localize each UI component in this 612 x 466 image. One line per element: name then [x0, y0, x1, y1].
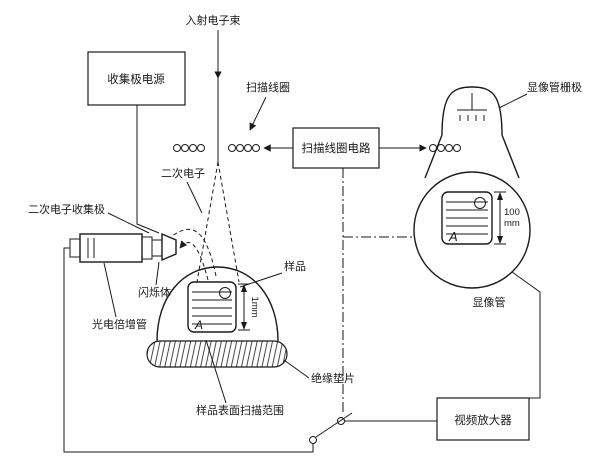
sample-feature-circle — [219, 287, 231, 299]
crt-screen — [413, 171, 531, 289]
scintillator-label: 闪烁体 — [138, 285, 171, 299]
insulator-pointer — [283, 359, 310, 379]
sample-pointer — [239, 272, 283, 288]
crt-dimension: 100 mm — [494, 191, 520, 245]
crt-bulb: A 100 mm — [413, 86, 531, 289]
sample-dimension: 1mm — [238, 283, 260, 331]
scan-coil-pointer — [249, 96, 267, 131]
crt-deflection-coil-icon — [429, 144, 461, 152]
scintillator-pointer — [155, 261, 160, 286]
collector-supply-wire — [136, 105, 160, 234]
crt-raster-image: A — [441, 191, 493, 245]
collector-supply-label: 收集极电源 — [107, 72, 165, 86]
scan-area-label: 样品表面扫描范围 — [196, 403, 284, 417]
video-amp-to-crt-wire — [511, 271, 541, 399]
secondary-electrons-label: 二次电子 — [161, 166, 205, 180]
crt-letter-a: A — [448, 229, 458, 244]
sample-dimension-label: 1mm — [249, 296, 260, 317]
scan-area-pointer — [205, 339, 227, 404]
crt-label: 显像管 — [473, 295, 506, 309]
scan-cone-left — [196, 161, 219, 283]
collector-cup — [161, 232, 177, 262]
insulating-spacer-disc — [146, 340, 288, 368]
scan-coil-circuit-label: 扫描线圈电路 — [302, 141, 371, 155]
photomultiplier-pointer — [103, 262, 117, 318]
secondary-electron-path-2 — [171, 228, 217, 277]
switch-lever — [315, 412, 353, 438]
incident-beam-label: 入射电子束 — [186, 13, 241, 27]
crt-grid-pointer — [498, 93, 528, 109]
collector-supply-box: 收集极电源 — [87, 51, 186, 106]
scan-coil-circuit-box: 扫描线圈电路 — [292, 127, 380, 169]
sample-stage: A 1mm — [146, 266, 288, 368]
scintillator-block — [151, 239, 163, 257]
sample-letter-a: A — [194, 318, 203, 332]
secondary-electrons-pointer — [186, 181, 203, 214]
scan-cone-right — [217, 161, 240, 283]
crt-dimension-unit: mm — [504, 218, 520, 229]
sample-label: 样品 — [284, 259, 306, 273]
photomultiplier-label: 光电倍增管 — [92, 317, 147, 331]
sample-dome — [156, 266, 279, 342]
crt-feature-circle — [474, 197, 486, 209]
crt-neck — [441, 86, 503, 136]
sample-raster-image: A — [187, 281, 237, 333]
insulator-label: 绝缘垫片 — [311, 371, 355, 385]
switch-terminal-lower — [309, 436, 317, 444]
video-amplifier-label: 视频放大器 — [454, 413, 512, 427]
secondary-collector-pointer — [107, 212, 150, 234]
crt-grid-label: 显像管栅极 — [527, 80, 582, 94]
switch-terminal-upper — [337, 417, 345, 425]
photomultiplier-tube — [69, 232, 177, 263]
secondary-collector-label: 二次电子收集极 — [28, 202, 105, 216]
crt-grid-electrode-icon — [457, 93, 487, 121]
secondary-electron-path-1 — [179, 240, 209, 281]
scan-coil-right-icon — [228, 144, 260, 152]
selector-switch — [309, 412, 353, 444]
pmt-return-wire — [63, 247, 314, 453]
video-amplifier-box: 视频放大器 — [436, 397, 530, 441]
scan-coil-left-icon — [173, 144, 205, 152]
crt-dimension-value: 100 — [504, 207, 520, 218]
scan-coil-label: 扫描线圈 — [246, 80, 290, 94]
